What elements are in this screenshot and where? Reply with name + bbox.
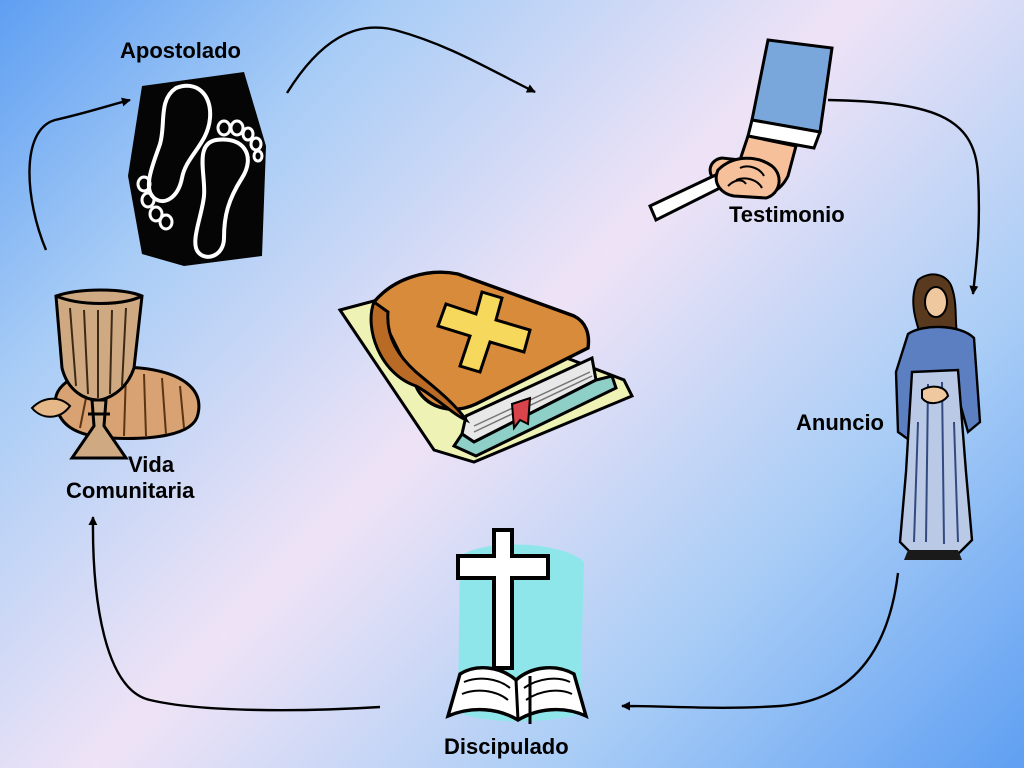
node-label-vida-comunitaria-line2: Comunitaria	[66, 477, 195, 503]
arrow-discipulado-to-vida-comunitaria	[88, 516, 381, 712]
arrow-testimonio-to-anuncio	[827, 98, 981, 295]
jesus-figure-icon	[894, 273, 982, 560]
chalice-bread-icon	[30, 288, 201, 460]
node-label-vida-comunitaria-line1: Vida	[128, 452, 175, 477]
arrow-anuncio-to-discipulado	[621, 572, 900, 711]
node-label-vida-comunitaria: Vida Comunitaria	[66, 452, 194, 504]
node-label-apostolado: Apostolado	[120, 38, 241, 63]
cross-open-book-icon	[445, 528, 589, 724]
bible-icon	[337, 270, 635, 464]
footprints-icon	[128, 72, 266, 266]
node-label-testimonio: Testimonio	[729, 202, 845, 227]
handshake-icon	[648, 38, 834, 223]
arrow-apostolado-to-testimonio	[285, 26, 536, 94]
node-label-discipulado: Discipulado	[444, 734, 569, 759]
arrow-vida-comunitaria-to-apostolado	[28, 97, 131, 251]
node-label-anuncio: Anuncio	[796, 410, 884, 435]
